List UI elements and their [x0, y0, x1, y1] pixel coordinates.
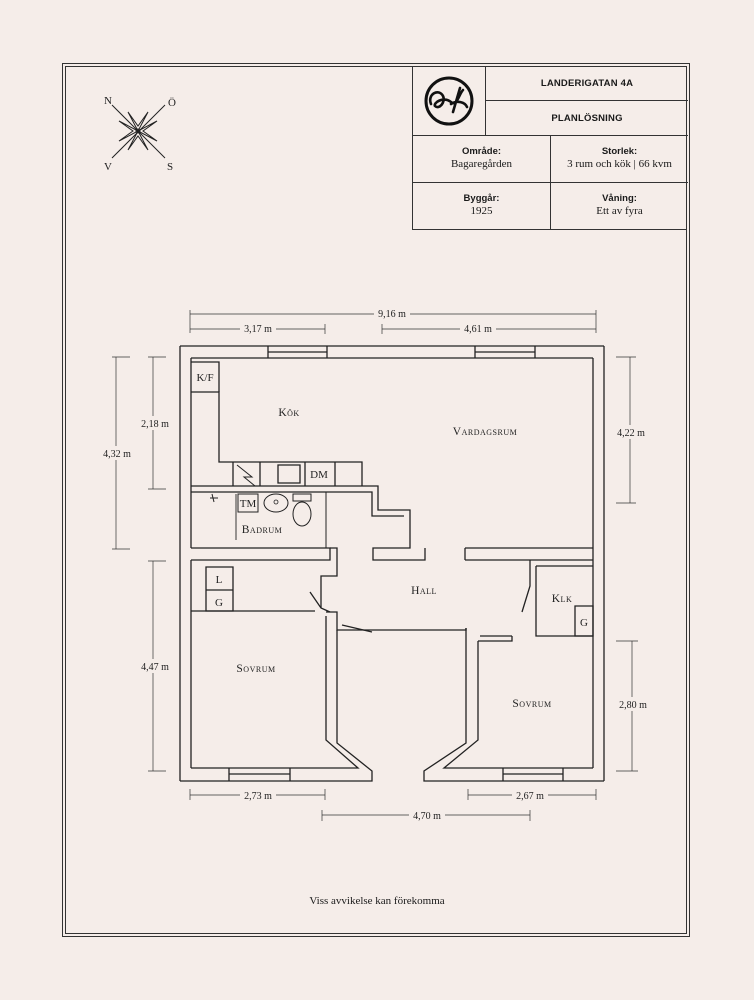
- dim-left-outer: 4,32 m: [103, 449, 131, 460]
- floor-label: Våning:: [602, 193, 637, 204]
- brand-logo-icon: [424, 76, 474, 126]
- area-value: Bagaregården: [450, 158, 513, 170]
- dim-bottom-middle: 4,70 m: [413, 811, 441, 822]
- fixture-label-kf: K/F: [196, 372, 213, 384]
- room-label-sovrum-right: Sovrum: [512, 698, 551, 710]
- dim-right-bottom: 2,80 m: [619, 700, 647, 711]
- dim-left-inner: 2,18 m: [141, 419, 169, 430]
- year-value: 1925: [470, 205, 493, 217]
- compass-v: V: [104, 161, 112, 173]
- year-label: Byggår:: [463, 193, 500, 204]
- dim-left-bottom: 4,47 m: [141, 662, 169, 673]
- room-label-hall: Hall: [411, 585, 437, 597]
- dim-bottom-right: 2,67 m: [516, 791, 544, 802]
- dim-total-width: 9,16 m: [378, 309, 406, 320]
- dim-right-top: 4,22 m: [617, 428, 645, 439]
- compass-s: S: [167, 161, 173, 173]
- area-label: Område:: [461, 146, 502, 157]
- fixture-label-tm: TM: [240, 498, 257, 510]
- floor-cell: Våning: Ett av fyra: [551, 183, 688, 229]
- room-label-badrum: Badrum: [242, 524, 282, 536]
- fixture-label-dm: DM: [310, 469, 328, 481]
- footer-note: Viss avvikelse kan förekomma: [309, 895, 445, 907]
- size-cell: Storlek: 3 rum och kök | 66 kvm: [551, 136, 688, 183]
- room-label-kok: Kök: [278, 407, 299, 419]
- fixture-label-g-left: G: [215, 597, 223, 609]
- title-block: LANDERIGATAN 4A PLANLÖSNING Område: Baga…: [412, 66, 688, 230]
- compass-rose-icon: N Ö V S: [104, 95, 176, 173]
- floor-value: Ett av fyra: [596, 205, 643, 217]
- dim-bottom-left: 2,73 m: [244, 791, 272, 802]
- fixture-label-g-right: G: [580, 617, 588, 629]
- size-value: 3 rum och kök | 66 kvm: [567, 158, 672, 170]
- dim-top-right: 4,61 m: [464, 324, 492, 335]
- outer-frame: [62, 63, 690, 937]
- logo-cell: [413, 66, 486, 136]
- room-label-klk: Klk: [552, 593, 572, 605]
- size-label: Storlek:: [601, 146, 638, 157]
- room-label-vardagsrum: Vardagsrum: [453, 426, 517, 438]
- walls: [179, 345, 605, 782]
- area-cell: Område: Bagaregården: [413, 136, 551, 183]
- plan-subtitle: PLANLÖSNING: [486, 101, 688, 136]
- fixture-label-l: L: [216, 574, 223, 586]
- dimension-label-backgrounds: [100, 307, 650, 822]
- inner-frame: [65, 66, 687, 934]
- compass-o: Ö: [168, 97, 176, 109]
- compass-n: N: [104, 95, 112, 107]
- year-cell: Byggår: 1925: [413, 183, 551, 229]
- room-label-sovrum-left: Sovrum: [236, 663, 275, 675]
- dim-top-left: 3,17 m: [244, 324, 272, 335]
- address-title: LANDERIGATAN 4A: [486, 66, 688, 101]
